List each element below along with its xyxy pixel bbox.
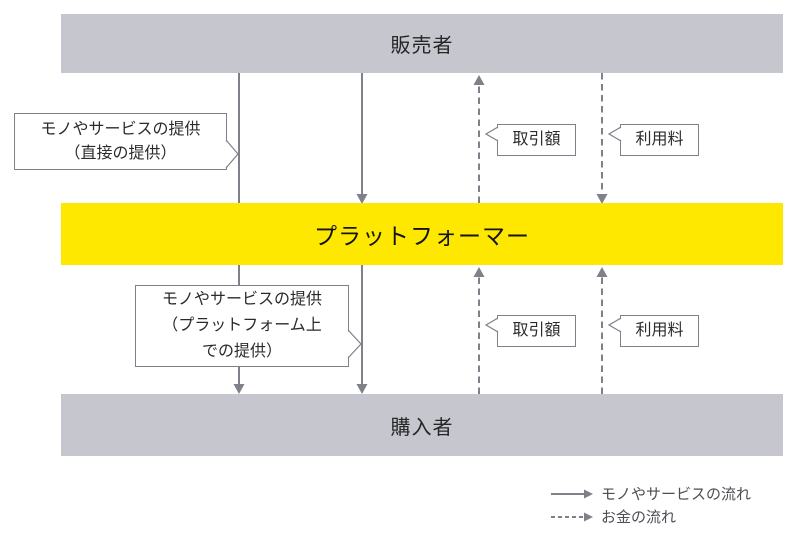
platform-goods-flow-arrow-bottom: [356, 265, 368, 394]
legend-solid-arrow-icon: [551, 489, 593, 499]
callout-transaction-amount-bottom-label: 取引額: [512, 322, 561, 339]
callout-usage-fee-bottom-label: 利用料: [635, 322, 684, 339]
fee-money-flow-arrow-top: [596, 73, 608, 204]
legend-money-flow-label: お金の流れ: [601, 509, 677, 526]
callout-transaction-amount-top-label: 取引額: [512, 131, 561, 148]
callout-transaction-amount-top: 取引額: [497, 124, 576, 156]
callout-usage-fee-top-label: 利用料: [635, 131, 684, 148]
callout-direct-provision-label: モノやサービスの提供 （直接の提供）: [40, 120, 201, 162]
callout-direct-provision: モノやサービスの提供 （直接の提供）: [14, 113, 227, 170]
callout-usage-fee-top: 利用料: [620, 124, 699, 156]
seller-bar: 販売者: [61, 14, 783, 73]
platformer-bar-label: プラットフォーマー: [314, 223, 530, 249]
callout-platform-provision-label: モノやサービスの提供 （プラットフォーム上 での提供）: [161, 291, 322, 360]
platform-goods-flow-arrow-top: [356, 73, 368, 204]
legend-item-goods-flow: モノやサービスの流れ: [601, 486, 751, 504]
callout-transaction-amount-bottom: 取引額: [497, 315, 576, 347]
callout-usage-fee-bottom: 利用料: [620, 315, 699, 347]
buyer-bar: 購入者: [61, 394, 783, 456]
callout-pointer-platform: [347, 329, 362, 359]
transaction-money-flow-arrow-top: [473, 75, 485, 203]
seller-bar-label: 販売者: [390, 35, 454, 57]
buyer-bar-label: 購入者: [390, 416, 454, 439]
fee-money-flow-arrow-bottom: [596, 267, 608, 394]
transaction-money-flow-arrow-bottom: [473, 267, 485, 394]
callout-platform-provision: モノやサービスの提供 （プラットフォーム上 での提供）: [135, 285, 349, 367]
legend-dashed-arrow-icon: [551, 512, 593, 522]
legend-item-money-flow: お金の流れ: [601, 509, 676, 527]
platformer-bar: プラットフォーマー: [61, 203, 783, 265]
legend-goods-flow-label: モノやサービスの流れ: [601, 486, 752, 503]
